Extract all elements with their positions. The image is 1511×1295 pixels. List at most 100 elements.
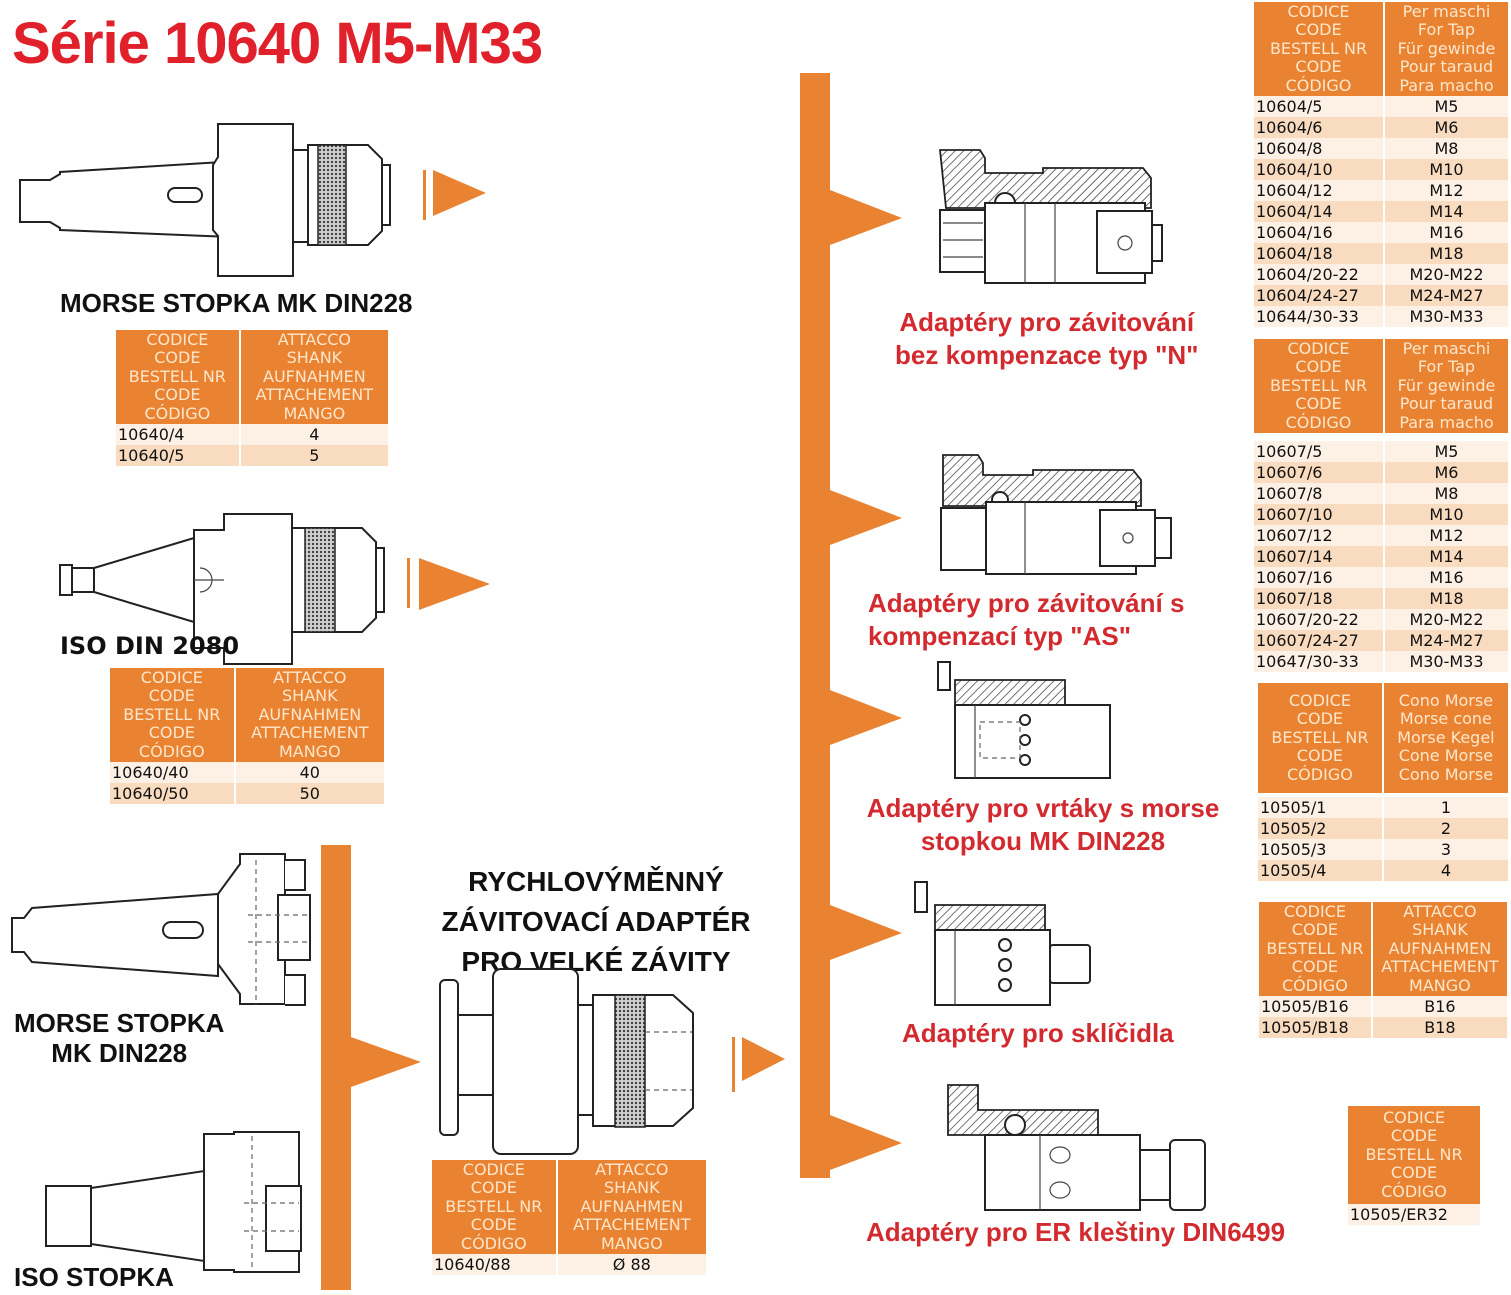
value-cell: 1 <box>1383 797 1508 819</box>
code-cell: 10607/20-22 <box>1254 609 1383 631</box>
code-cell: 10604/14 <box>1254 201 1383 223</box>
arrow-right-icon <box>351 1037 421 1087</box>
adapter-spine <box>800 73 830 1178</box>
code-cell: 10505/B18 <box>1259 1017 1371 1039</box>
adapter-er-label: Adaptéry pro ER kleštiny DIN6499 <box>866 1217 1286 1247</box>
morse-stopka-label-2: MORSE STOPKA MK DIN228 <box>14 1008 225 1068</box>
arrow-right-icon <box>419 558 490 610</box>
iso-holder-drawing <box>45 1131 302 1273</box>
code-cell: 10505/B16 <box>1259 996 1371 1018</box>
value-cell: M16 <box>1385 222 1508 244</box>
morse-chuck-drawing <box>19 123 486 277</box>
value-cell: M10 <box>1385 159 1508 181</box>
value-cell: M20-M22 <box>1385 264 1508 286</box>
iso-chuck-drawing <box>59 513 490 665</box>
adapter-chuck-label: Adaptéry pro sklíčidla <box>902 1018 1174 1048</box>
code-cell: 10604/16 <box>1254 222 1383 244</box>
value-cell: M24-M27 <box>1385 285 1508 307</box>
page-title: Série 10640 M5-M33 <box>12 11 543 76</box>
value-cell: M6 <box>1385 117 1508 139</box>
value-cell: M14 <box>1385 546 1508 568</box>
code-cell: 10607/10 <box>1254 504 1383 526</box>
value-cell: B18 <box>1372 1017 1507 1039</box>
arrow-right-icon <box>830 1115 902 1170</box>
arrow-right-icon <box>830 905 902 960</box>
code-cell: 10607/16 <box>1254 567 1383 589</box>
value-cell: M10 <box>1385 504 1508 526</box>
value-cell: 4 <box>1383 860 1508 882</box>
code-cell: 10604/20-22 <box>1254 264 1383 286</box>
code-cell: 10644/30-33 <box>1254 306 1383 328</box>
code-cell: 10604/5 <box>1254 96 1383 118</box>
code-cell: 10505/1 <box>1258 797 1382 819</box>
code-cell: 10604/10 <box>1254 159 1383 181</box>
value-cell: M18 <box>1385 243 1508 265</box>
arrow-right-icon <box>433 170 486 216</box>
value-cell: M12 <box>1385 180 1508 202</box>
value-cell: M16 <box>1385 567 1508 589</box>
code-cell: 10607/24-27 <box>1254 630 1383 652</box>
arrow-bar-icon <box>423 170 426 220</box>
value-cell: M20-M22 <box>1385 609 1508 631</box>
value-cell: M6 <box>1385 462 1508 484</box>
code-cell: 10607/18 <box>1254 588 1383 610</box>
table-row: 10505/ER32 <box>1348 1204 1480 1226</box>
code-cell: 10505/4 <box>1258 860 1382 882</box>
connector-bar <box>321 845 351 1290</box>
value-cell: B16 <box>1372 996 1507 1018</box>
value-cell: M8 <box>1385 138 1508 160</box>
code-cell: 10604/18 <box>1254 243 1383 265</box>
arrow-right-icon <box>830 190 902 245</box>
code-cell: 10505/3 <box>1258 839 1382 861</box>
code-cell: 10505/2 <box>1258 818 1382 840</box>
code-cell: 10505/ER32 <box>1348 1204 1480 1226</box>
iso-din-label: ISO DIN 2080 <box>60 632 240 660</box>
value-cell: M14 <box>1385 201 1508 223</box>
adapter-as-drawing <box>940 454 1172 575</box>
value-cell: M30-M33 <box>1385 651 1508 673</box>
iso-stopka-label: ISO STOPKA <box>14 1262 174 1292</box>
adapter-n-drawing <box>939 149 1163 284</box>
code-cell: 10607/8 <box>1254 483 1383 505</box>
value-cell: M24-M27 <box>1385 630 1508 652</box>
code-cell: 10604/6 <box>1254 117 1383 139</box>
